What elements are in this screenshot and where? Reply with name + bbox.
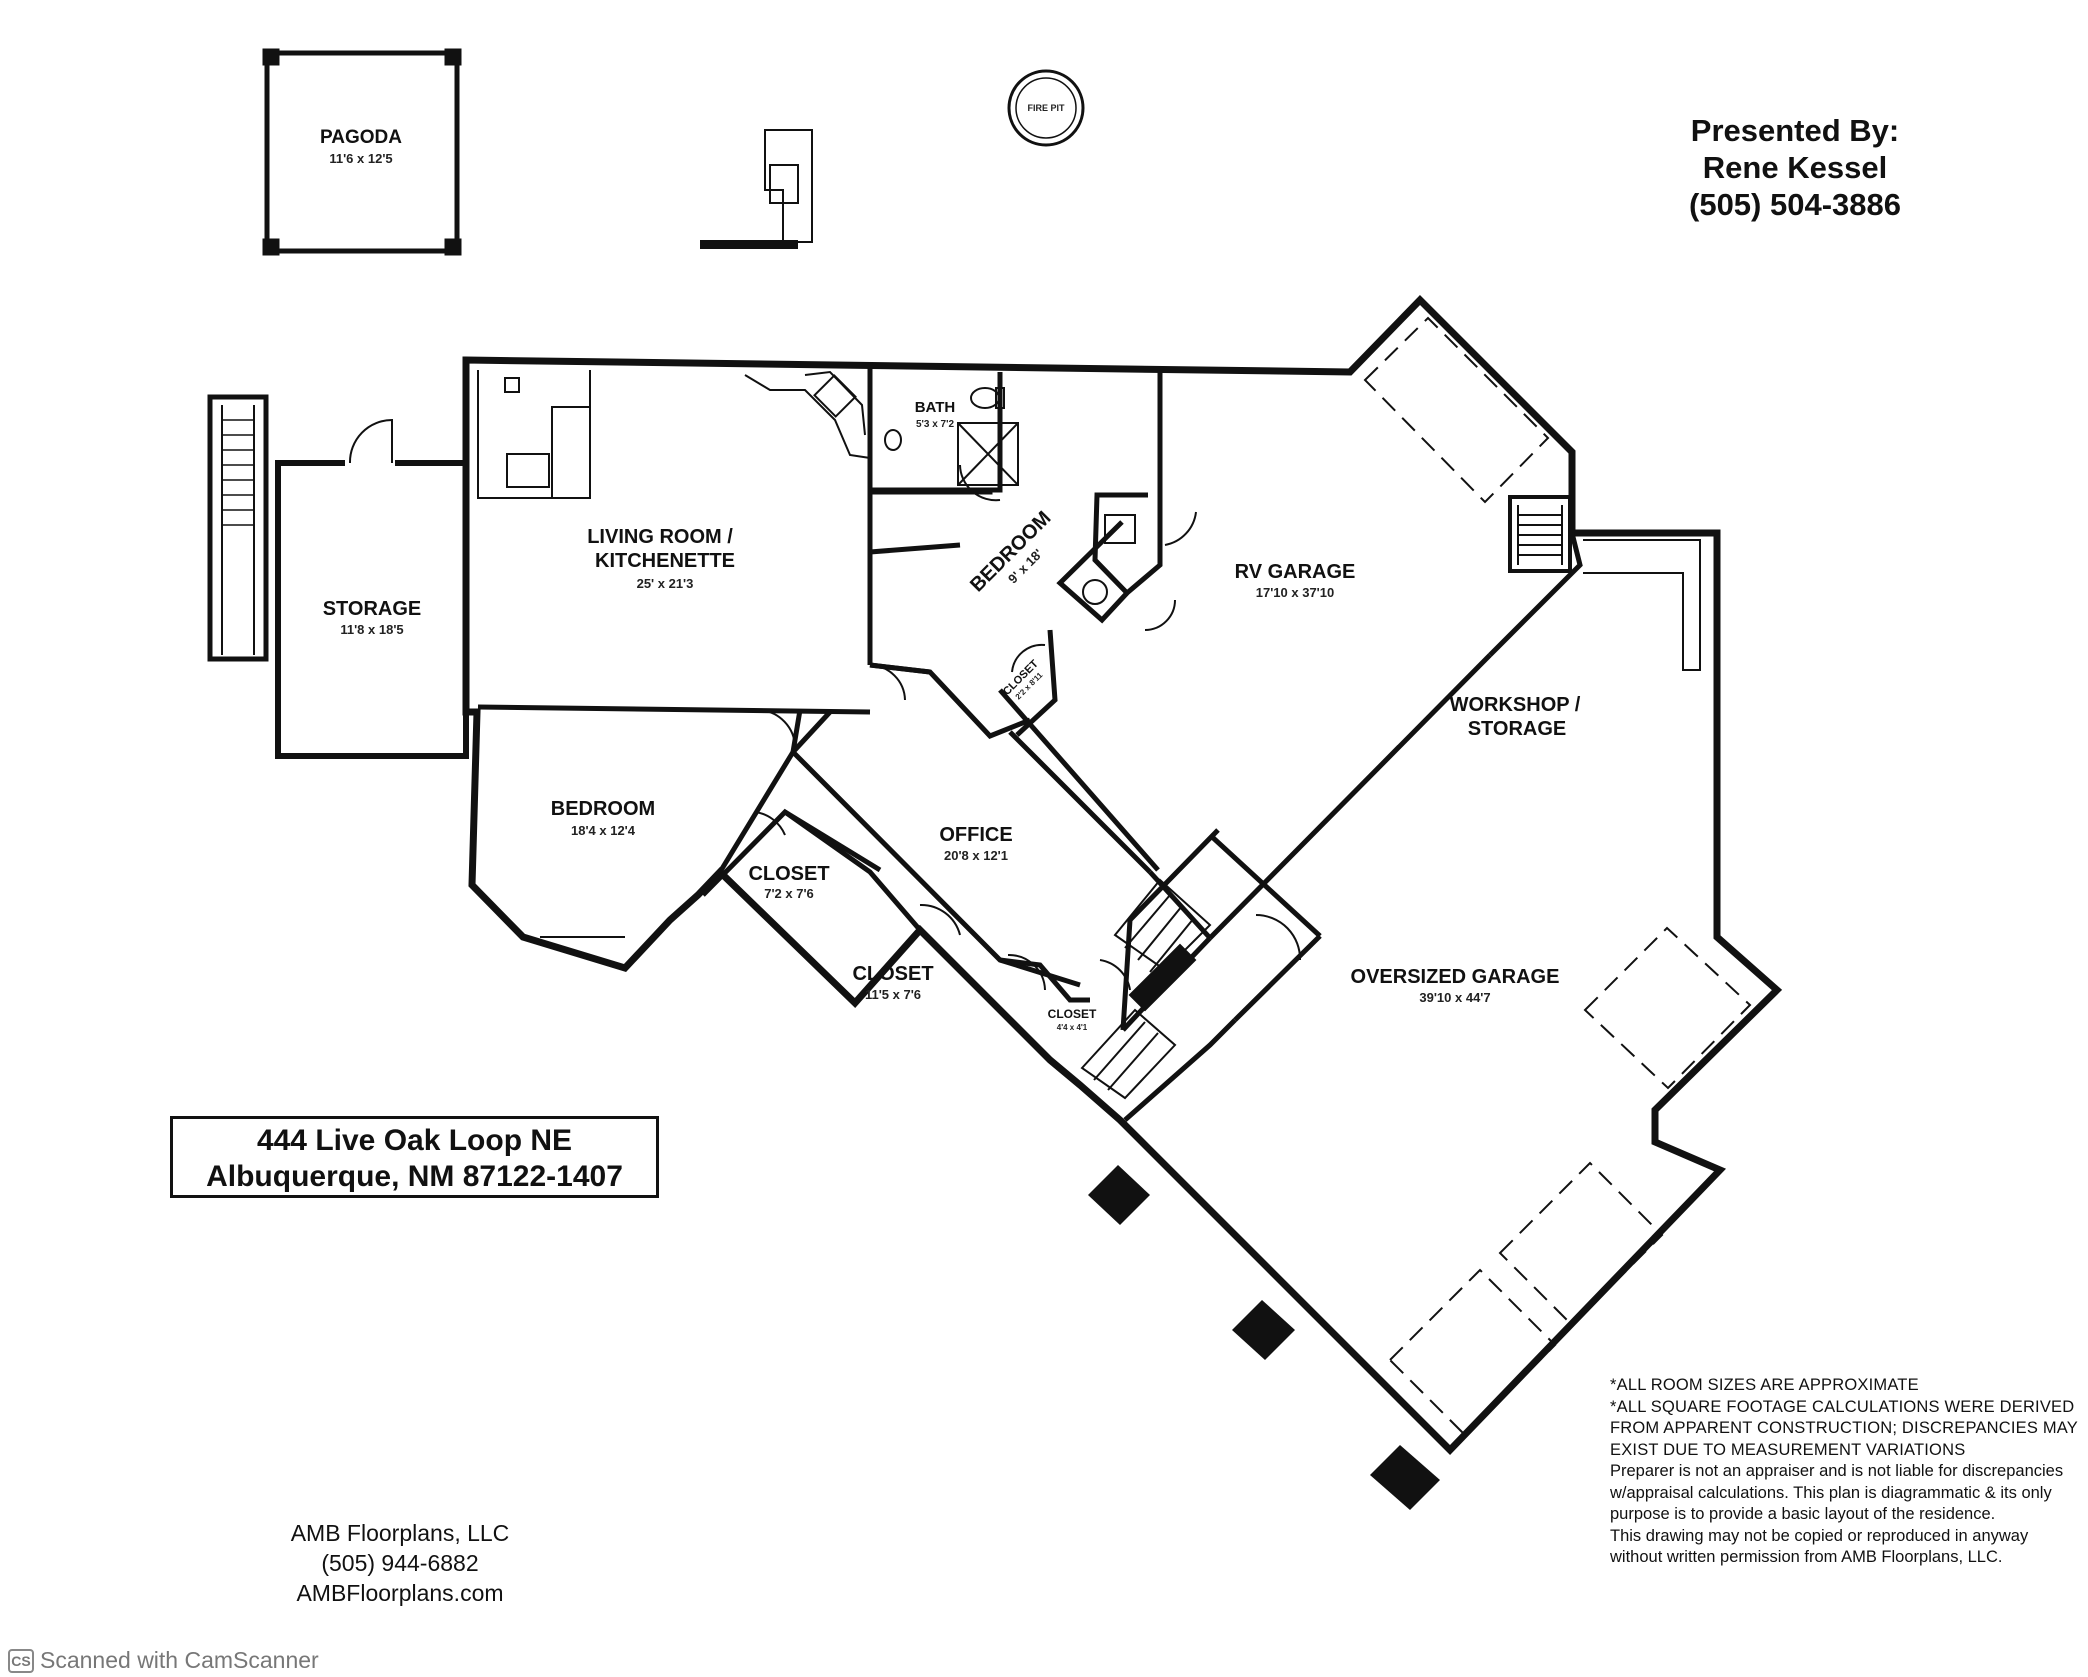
main-bedroom-label: BEDROOM (551, 798, 655, 820)
disclaimer-line1: *ALL ROOM SIZES ARE APPROXIMATE (1610, 1376, 1919, 1394)
office-dims: 20'8 x 12'1 (944, 848, 1008, 863)
pagoda-dims: 11'6 x 12'5 (329, 151, 392, 166)
oversized-garage-label: OVERSIZED GARAGE (1351, 966, 1560, 988)
rv-garage-dims: 17'10 x 37'10 (1256, 585, 1334, 600)
office-label: OFFICE (939, 824, 1012, 846)
company-info: AMB Floorplans, LLC (505) 944-6882 AMBFl… (240, 1518, 560, 1608)
presented-by: Presented By: Rene Kessel (505) 504-3886 (1640, 112, 1950, 223)
oversized-garage-parking-outlines (1388, 926, 1752, 1437)
room-labels: PAGODA 11'6 x 12'5 FIRE PIT STORAGE 11'8… (320, 103, 1581, 1032)
oversized-garage-dims: 39'10 x 44'7 (1419, 990, 1490, 1005)
pagoda-structure (262, 48, 462, 256)
closet-b-label: CLOSET (852, 963, 933, 985)
workshop-counter (1583, 539, 1701, 671)
main-bedroom-dims: 18'4 x 12'4 (571, 823, 636, 838)
property-address: 444 Live Oak Loop NE Albuquerque, NM 871… (170, 1116, 659, 1198)
closet-b-dims: 11'5 x 7'6 (865, 987, 921, 1002)
closet-c-dims: 4'4 x 4'1 (1057, 1023, 1088, 1032)
disclaimer-line3: Preparer is not an appraiser and is not … (1610, 1462, 2064, 1523)
outdoor-counter-icon (700, 129, 813, 249)
kitchenette-fixtures (477, 370, 871, 499)
workshop-stairs (1508, 495, 1572, 573)
disclaimer: *ALL ROOM SIZES ARE APPROXIMATE *ALL SQU… (1610, 1375, 2080, 1569)
bath-dims: 5'3 x 7'2 (916, 419, 955, 430)
agent-phone: (505) 504-3886 (1689, 187, 1901, 222)
workshop-label-line2: STORAGE (1468, 718, 1567, 740)
fire-pit-label: FIRE PIT (1027, 103, 1065, 113)
disclaimer-line4: This drawing may not be copied or reprod… (1610, 1526, 2029, 1567)
storage-room-walls (275, 418, 469, 759)
bath-label: BATH (915, 399, 956, 416)
address-line2: Albuquerque, NM 87122-1407 (206, 1160, 623, 1193)
closet-a-label: CLOSET (748, 863, 829, 885)
garage-buttresses (1088, 1165, 1440, 1510)
fire-pit-icon (1007, 69, 1085, 147)
company-website: AMBFloorplans.com (296, 1580, 504, 1606)
closet-a-dims: 7'2 x 7'6 (764, 886, 814, 901)
living-label-line2: KITCHENETTE (595, 550, 735, 572)
storage-dims: 11'8 x 18'5 (340, 622, 403, 637)
bay-window (479, 891, 625, 938)
interior-stairs (1080, 878, 1212, 1100)
rv-garage-parking-outline (1363, 316, 1550, 504)
living-label-line1: LIVING ROOM / (587, 526, 733, 548)
agent-name: Rene Kessel (1702, 150, 1888, 185)
door-swings (754, 464, 1302, 991)
disclaimer-line2: *ALL SQUARE FOOTAGE CALCULATIONS WERE DE… (1610, 1397, 2078, 1459)
main-perimeter-walls (462, 295, 1783, 1455)
storage-label: STORAGE (323, 598, 422, 620)
company-name: AMB Floorplans, LLC (290, 1520, 510, 1546)
bath-fixtures (884, 387, 1019, 486)
scan-footer-text: Scanned with CamScanner (40, 1647, 319, 1673)
closet-c-label: CLOSET (1048, 1007, 1097, 1021)
address-line1: 444 Live Oak Loop NE (256, 1124, 573, 1157)
hall-closet-fixture (1082, 511, 1197, 605)
living-dims: 25' x 21'3 (637, 576, 694, 591)
pagoda-label: PAGODA (320, 127, 402, 148)
company-phone: (505) 944-6882 (321, 1550, 479, 1576)
camscanner-logo-icon: CS (8, 1648, 34, 1673)
scan-footer: CS Scanned with CamScanner (8, 1647, 319, 1674)
interior-walls (477, 362, 1583, 1122)
workshop-label-line1: WORKSHOP / (1450, 694, 1581, 716)
rv-garage-label: RV GARAGE (1235, 561, 1356, 583)
exterior-stairs (207, 394, 269, 662)
presented-by-heading: Presented By: (1690, 113, 1900, 148)
